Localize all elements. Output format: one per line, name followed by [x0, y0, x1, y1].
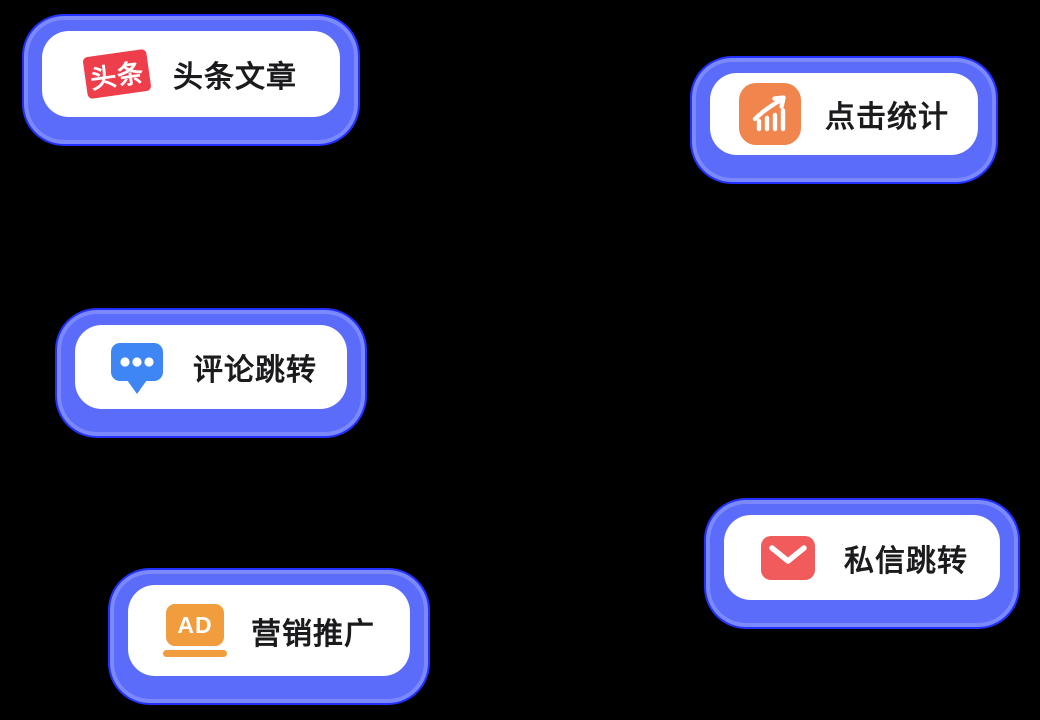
node-click-statistics-body: 点击统计	[710, 73, 978, 155]
envelope-icon	[756, 531, 820, 585]
node-label: 点击统计	[825, 101, 949, 134]
comment-bubble-icon	[105, 337, 169, 397]
node-private-message-jump-body: 私信跳转	[724, 515, 1000, 600]
node-label: 评论跳转	[193, 354, 317, 387]
node-toutiao-article[interactable]: 头条 头条文章	[22, 14, 360, 146]
ad-billboard-box: AD	[166, 604, 224, 646]
ad-billboard-base-bar	[163, 650, 227, 657]
ad-billboard-text: AD	[177, 611, 213, 638]
node-private-message-jump[interactable]: 私信跳转	[704, 498, 1020, 629]
node-marketing-promotion-body: AD 营销推广	[128, 585, 410, 676]
node-comment-jump[interactable]: 评论跳转	[55, 308, 367, 438]
node-toutiao-article-body: 头条 头条文章	[42, 31, 340, 117]
ad-billboard-icon: AD	[163, 604, 227, 657]
node-click-statistics[interactable]: 点击统计	[690, 56, 998, 184]
node-label: 私信跳转	[844, 544, 968, 578]
node-label: 头条文章	[173, 61, 297, 94]
toutiao-badge-icon: 头条	[82, 48, 152, 100]
node-marketing-promotion[interactable]: AD 营销推广	[108, 568, 430, 705]
node-label: 营销推广	[251, 617, 375, 651]
toutiao-badge-text: 头条	[88, 56, 147, 95]
node-comment-jump-body: 评论跳转	[75, 325, 347, 409]
trend-chart-icon	[739, 83, 801, 145]
